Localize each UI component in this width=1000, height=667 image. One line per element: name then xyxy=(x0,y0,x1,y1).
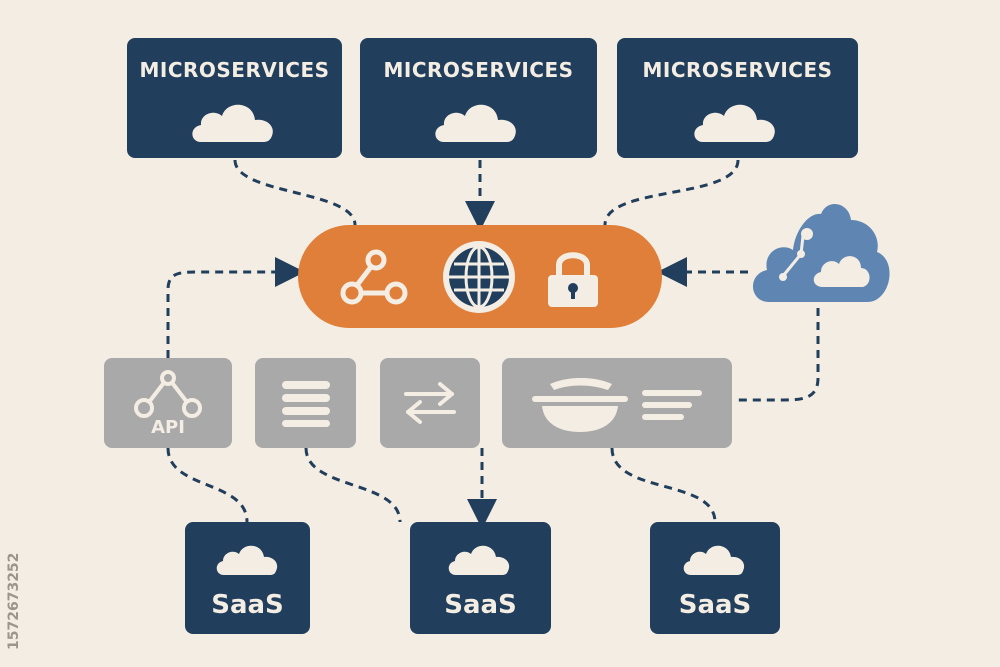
padlock-icon xyxy=(548,252,598,307)
connector-bowl-saas3 xyxy=(610,447,717,523)
saas-label: SaaS xyxy=(211,590,284,620)
connector-cloud-bowlbox xyxy=(733,308,820,402)
swap-box[interactable] xyxy=(380,358,480,448)
saas-label: SaaS xyxy=(444,590,517,620)
api-label: API xyxy=(151,417,185,438)
bowl-lines-icon xyxy=(532,378,702,432)
api-gateway-pill[interactable] xyxy=(298,225,662,328)
cloud-icon xyxy=(192,104,273,142)
share-nodes-icon xyxy=(340,249,408,305)
stack-box[interactable] xyxy=(255,358,356,448)
api-box[interactable]: API xyxy=(104,358,232,448)
connector-stack-saas2 xyxy=(304,447,402,523)
microservices-box-1[interactable]: MICROSERVICES xyxy=(127,38,342,158)
cloud-icon xyxy=(694,104,775,142)
saas-box-3[interactable]: SaaS xyxy=(650,522,780,634)
cloud-icon xyxy=(448,545,510,575)
saas-label: SaaS xyxy=(678,590,752,620)
cloud-icon xyxy=(683,545,745,575)
microservices-label: MICROSERVICES xyxy=(383,58,574,82)
globe-icon xyxy=(443,241,515,313)
cloud-network-icon[interactable] xyxy=(745,192,895,310)
connector-api-saas1 xyxy=(166,447,249,523)
cloud-icon xyxy=(216,545,278,575)
saas-box-1[interactable]: SaaS xyxy=(185,522,310,634)
connector-api-gateway xyxy=(166,257,305,358)
microservices-box-3[interactable]: MICROSERVICES xyxy=(617,38,858,158)
network-nodes-icon xyxy=(134,370,202,418)
microservices-label: MICROSERVICES xyxy=(139,58,330,82)
swap-arrows-icon xyxy=(404,382,456,424)
stock-id-watermark: 1572673252 xyxy=(6,552,22,650)
connector-ms3-gateway xyxy=(603,159,740,226)
stack-lines-icon xyxy=(282,381,330,427)
connector-ms1-gateway xyxy=(233,159,357,226)
microservices-label: MICROSERVICES xyxy=(642,58,833,82)
saas-box-2[interactable]: SaaS xyxy=(410,522,551,634)
microservices-box-2[interactable]: MICROSERVICES xyxy=(360,38,597,158)
bowl-box[interactable] xyxy=(502,358,732,448)
cloud-icon xyxy=(435,104,516,142)
